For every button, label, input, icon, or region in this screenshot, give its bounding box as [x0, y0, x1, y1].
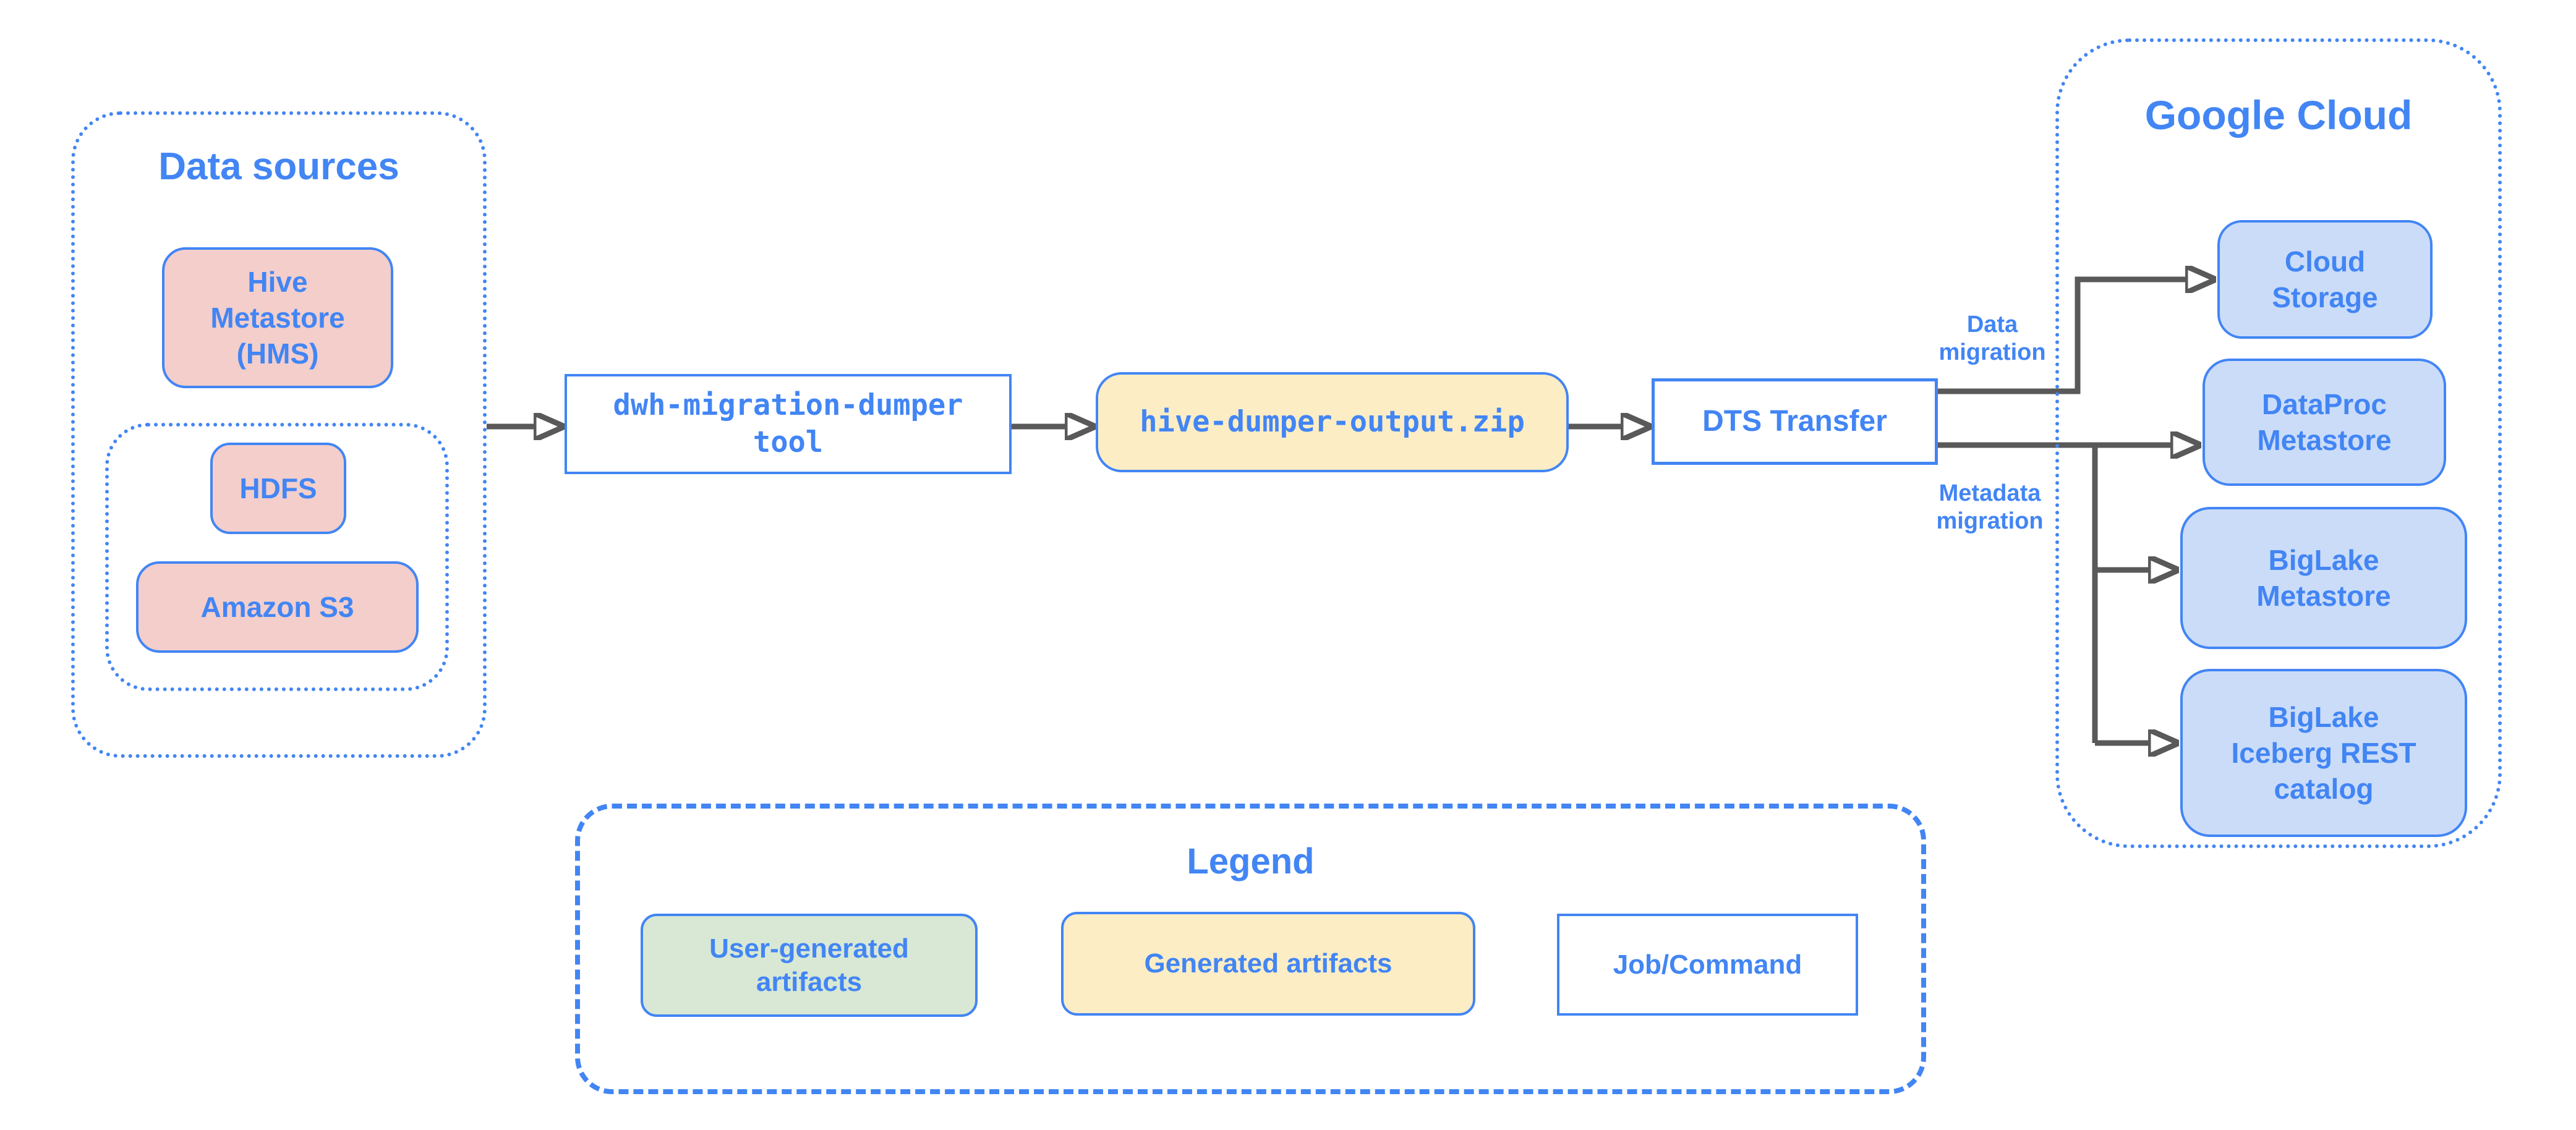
legend-item-generated-artifacts: Generated artifacts [1061, 912, 1475, 1016]
edge-label-metadata-migration: Metadata migration [1936, 480, 2044, 534]
legend-item-job-command: Job/Command [1557, 914, 1858, 1016]
node-hive-dumper-output-zip: hive-dumper-output.zip [1096, 372, 1569, 472]
google-cloud-panel: Google Cloud [2055, 38, 2502, 848]
data-sources-panel: Data sources [71, 111, 487, 758]
data-sources-title: Data sources [158, 145, 399, 188]
node-amazon-s3: Amazon S3 [136, 561, 419, 653]
node-dataproc-metastore: DataProc Metastore [2203, 359, 2446, 486]
storage-sources-subpanel [105, 423, 449, 691]
legend-panel: Legend [575, 804, 1926, 1094]
edge-label-data-migration: Data migration [1938, 312, 2046, 365]
node-biglake-metastore: BigLake Metastore [2180, 507, 2467, 649]
node-dts-transfer: DTS Transfer [1652, 378, 1938, 465]
node-hive-metastore: Hive Metastore (HMS) [162, 247, 393, 388]
google-cloud-title: Google Cloud [2144, 92, 2413, 138]
node-dwh-migration-dumper-tool: dwh-migration-dumper tool [565, 374, 1012, 474]
node-hdfs: HDFS [210, 443, 346, 534]
node-cloud-storage: Cloud Storage [2217, 220, 2433, 339]
node-biglake-iceberg-rest-catalog: BigLake Iceberg REST catalog [2180, 669, 2467, 837]
legend-title: Legend [1187, 841, 1315, 881]
legend-item-user-generated-artifacts: User-generated artifacts [641, 914, 978, 1017]
